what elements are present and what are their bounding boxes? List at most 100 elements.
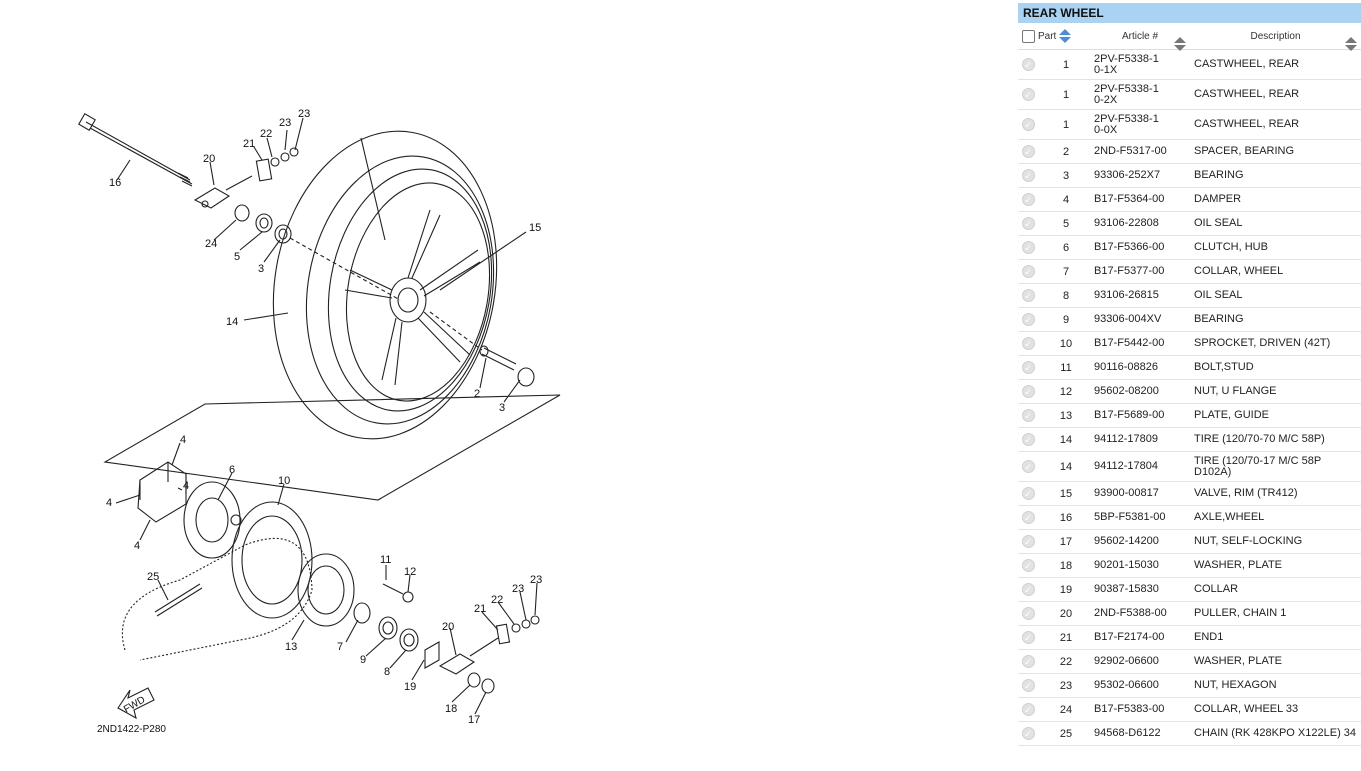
callout-label: 18	[445, 703, 457, 715]
check-circle-icon[interactable]: ✓	[1021, 433, 1035, 446]
description-cell: CHAIN (RK 428KPO X122LE) 34	[1194, 727, 1357, 739]
description-cell: CASTWHEEL, REAR	[1194, 118, 1300, 130]
article-number-cell: 2PV-F5338-10-1X	[1094, 52, 1159, 76]
callout-label: 4	[134, 540, 140, 552]
article-number-cell: 93306-252X7	[1094, 169, 1161, 181]
check-circle-icon[interactable]: ✓	[1021, 511, 1035, 524]
select-all-checkbox[interactable]	[1021, 29, 1035, 43]
check-circle-icon[interactable]: ✓	[1021, 88, 1035, 101]
check-circle-icon[interactable]: ✓	[1021, 217, 1035, 230]
guide-plate-drawing	[297, 553, 355, 627]
check-circle-icon[interactable]: ✓	[1021, 385, 1035, 398]
article-number-cell: 5BP-F5381-00	[1094, 511, 1166, 523]
check-circle-icon[interactable]: ✓	[1021, 145, 1035, 158]
chain-puller-upper-drawing	[193, 187, 231, 209]
callout-label: 23	[512, 583, 524, 595]
check-circle-icon[interactable]: ✓	[1021, 460, 1035, 473]
parts-list-panel: REAR WHEEL Part Article # Description ✓1…	[1018, 3, 1361, 746]
article-number-cell: B17-F5442-00	[1094, 337, 1165, 349]
diagram-caption: 2ND1422-P280	[97, 724, 166, 735]
check-circle-icon[interactable]: ✓	[1021, 169, 1035, 182]
part-number-cell: 5	[1062, 217, 1070, 230]
check-circle-icon[interactable]: ✓	[1021, 313, 1035, 326]
check-circle-icon[interactable]: ✓	[1021, 361, 1035, 374]
part-number-cell: 25	[1059, 727, 1073, 740]
description-cell: AXLE,WHEEL	[1194, 511, 1265, 523]
axle-drawing	[85, 121, 191, 181]
callout-label: 23	[298, 108, 310, 120]
sort-icon[interactable]	[1059, 29, 1072, 43]
column-header-part[interactable]: Part	[1038, 29, 1090, 43]
check-circle-icon[interactable]: ✓	[1021, 118, 1035, 131]
check-circle-icon[interactable]: ✓	[1021, 337, 1035, 350]
check-circle-icon[interactable]: ✓	[1021, 58, 1035, 71]
article-number-cell: 94568-D6122	[1094, 727, 1161, 739]
callout-label: 20	[203, 153, 215, 165]
check-circle-icon[interactable]: ✓	[1021, 631, 1035, 644]
check-circle-icon[interactable]: ✓	[1021, 535, 1035, 548]
table-row[interactable]: ✓ 16 5BP-F5381-00 AXLE,WHEEL	[1018, 506, 1361, 530]
check-circle-icon[interactable]: ✓	[1021, 607, 1035, 620]
part-number-cell: 10	[1059, 337, 1073, 350]
check-circle-icon[interactable]: ✓	[1021, 265, 1035, 278]
check-circle-icon[interactable]: ✓	[1021, 487, 1035, 500]
check-circle-icon[interactable]: ✓	[1021, 559, 1035, 572]
check-circle-icon[interactable]: ✓	[1021, 409, 1035, 422]
part-number-cell: 14	[1059, 433, 1073, 446]
check-circle-icon[interactable]: ✓	[1021, 583, 1035, 596]
part-number-cell: 13	[1059, 409, 1073, 422]
description-cell: SPROCKET, DRIVEN (42T)	[1194, 337, 1331, 349]
check-circle-icon[interactable]: ✓	[1021, 655, 1035, 668]
column-header-article[interactable]: Article #	[1090, 31, 1190, 51]
part-number-cell: 16	[1059, 511, 1073, 524]
check-circle-icon[interactable]: ✓	[1021, 193, 1035, 206]
sort-icon[interactable]	[1174, 36, 1186, 51]
column-header-description[interactable]: Description	[1190, 31, 1361, 51]
exploded-view-drawing: 16 20 21 22 23 23 24 5 3 15 14 2 3 4 4 4…	[78, 108, 561, 735]
article-number-cell: B17-F2174-00	[1094, 631, 1165, 643]
part-number-cell: 1	[1062, 58, 1070, 71]
callout-label: 3	[499, 402, 505, 414]
check-circle-icon[interactable]: ✓	[1021, 679, 1035, 692]
check-circle-icon[interactable]: ✓	[1021, 727, 1035, 740]
check-circle-icon[interactable]: ✓	[1021, 289, 1035, 302]
check-circle-icon[interactable]: ✓	[1021, 703, 1035, 716]
article-number-cell: 93900-00817	[1094, 487, 1159, 499]
check-circle-icon[interactable]: ✓	[1021, 241, 1035, 254]
callout-label: 12	[404, 566, 416, 578]
callout-label: 21	[243, 138, 255, 150]
clutch-hub-drawing	[183, 481, 241, 559]
article-number-cell: 95302-06600	[1094, 679, 1159, 691]
table-row[interactable]: ✓ 25 94568-D6122 CHAIN (RK 428KPO X122LE) 3…	[1018, 722, 1361, 746]
callout-label: 24	[205, 238, 217, 250]
sort-icon[interactable]	[1345, 36, 1357, 51]
table-row[interactable]: ✓ 10 B17-F5442-00 SPROCKET, DRIVEN (42T)	[1018, 332, 1361, 356]
article-number-cell: 92902-06600	[1094, 655, 1159, 667]
